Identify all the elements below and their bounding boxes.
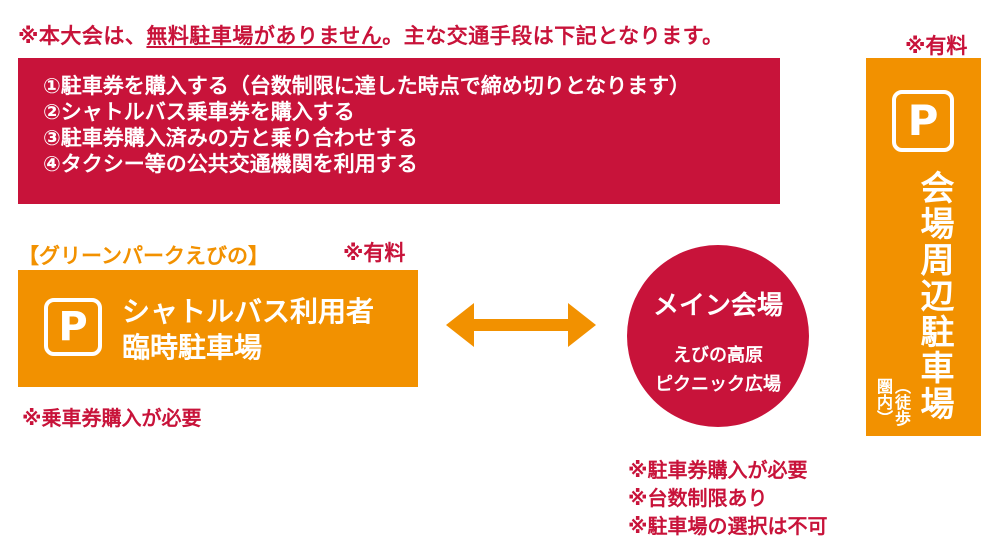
parking-icon: P bbox=[892, 90, 954, 152]
shuttle-lot-location-label: 【グリーンパークえびの】 bbox=[18, 244, 269, 268]
option-item: ④タクシー等の公共交通機関を利用する bbox=[43, 152, 418, 176]
notice-text: ※本大会は、無料駐車場がありません。主な交通手段は下記となります。 bbox=[18, 20, 724, 50]
shuttle-lot-note: ※乗車券購入が必要 bbox=[22, 406, 202, 430]
shuttle-lot-panel: P シャトルバス利用者 臨時駐車場 bbox=[18, 270, 418, 387]
notice-prefix: ※本大会は、 bbox=[18, 24, 147, 48]
transport-options-box: ①駐車券を購入する（台数制限に達した時点で締め切りとなります） ②シャトルバス乗… bbox=[18, 58, 780, 204]
shuttle-lot-name: シャトルバス利用者 臨時駐車場 bbox=[122, 294, 374, 366]
double-arrow-icon bbox=[446, 303, 596, 347]
parking-icon: P bbox=[44, 298, 102, 356]
notice-underlined: 無料駐車場がありません bbox=[146, 24, 383, 48]
shuttle-lot-name-line2: 臨時駐車場 bbox=[122, 331, 263, 364]
notice-suffix: 。主な交通手段は下記となります。 bbox=[382, 24, 724, 48]
main-venue-circle: メイン会場 えびの高原 ピクニック広場 bbox=[627, 245, 809, 427]
main-venue-sub-line2: ピクニック広場 bbox=[655, 374, 781, 395]
option-item: ②シャトルバス乗車券を購入する bbox=[43, 100, 355, 124]
shuttle-lot-fee-label: ※有料 bbox=[343, 241, 406, 265]
main-venue-sub-line1: えびの高原 bbox=[673, 345, 763, 366]
transport-options-list: ①駐車券を購入する（台数制限に達した時点で締め切りとなります） ②シャトルバス乗… bbox=[18, 58, 780, 177]
main-venue-title: メイン会場 bbox=[652, 291, 783, 321]
main-venue-note: ※駐車場の選択は不可 bbox=[628, 514, 828, 538]
near-lot-fee-label: ※有料 bbox=[905, 34, 968, 58]
near-lot-panel: P 会場周辺駐車場 （徒歩圏内） bbox=[866, 58, 981, 436]
main-venue-note: ※台数制限あり bbox=[628, 486, 768, 510]
option-item: ③駐車券購入済みの方と乗り合わせする bbox=[43, 126, 418, 150]
main-venue-location: えびの高原 ピクニック広場 bbox=[627, 341, 809, 399]
near-lot-sub: （徒歩圏内） bbox=[874, 378, 911, 426]
shuttle-lot-name-line1: シャトルバス利用者 bbox=[122, 295, 375, 328]
main-venue-notes: ※駐車券購入が必要 ※台数制限あり ※駐車場の選択は不可 bbox=[628, 456, 827, 540]
option-item: ①駐車券を購入する（台数制限に達した時点で締め切りとなります） bbox=[43, 74, 691, 98]
near-lot-name: 会場周辺駐車場 bbox=[914, 170, 954, 422]
main-venue-note: ※駐車券購入が必要 bbox=[628, 458, 808, 482]
